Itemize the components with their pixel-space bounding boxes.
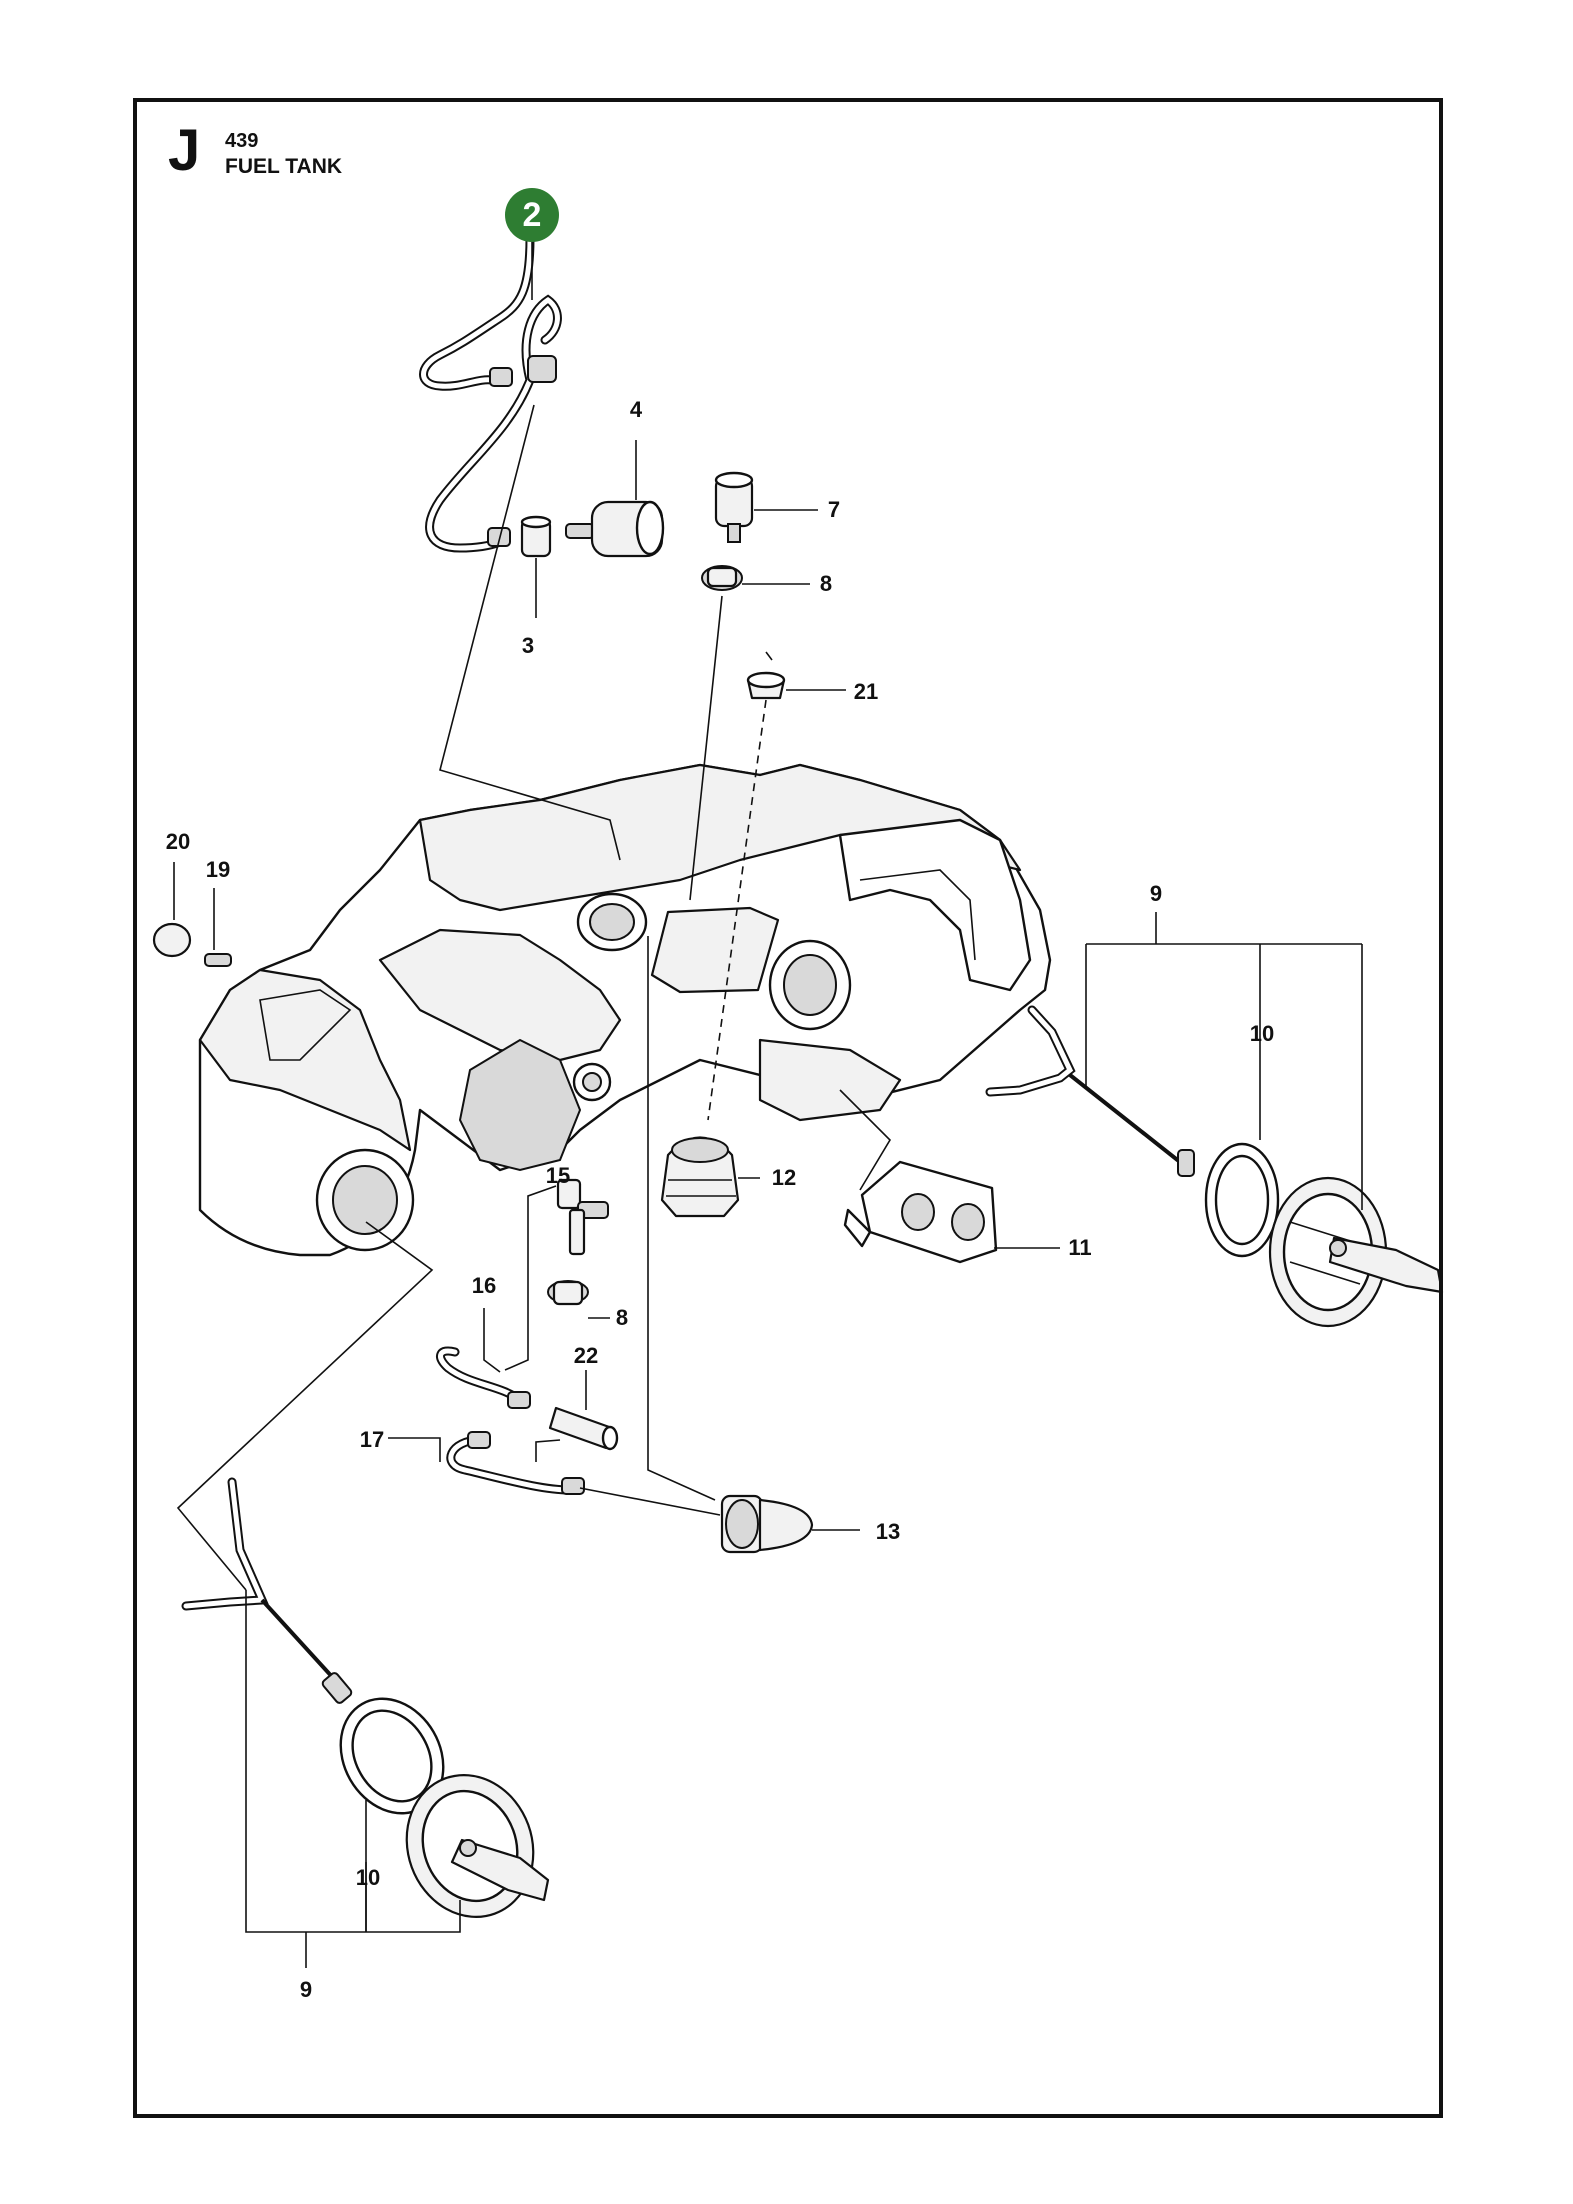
callout-4: 4 <box>629 397 643 422</box>
grommet-part-8-upper <box>701 565 743 591</box>
bellows-grommet-part-12 <box>660 1136 740 1218</box>
part-7 <box>714 471 754 543</box>
part-badge: 2 <box>505 188 559 242</box>
sleeve-part-3 <box>520 515 552 558</box>
part-21 <box>746 671 786 700</box>
callout-8-upper: 8 <box>819 571 833 596</box>
callout-20: 20 <box>165 829 191 854</box>
fuel-hose-part <box>419 233 562 553</box>
hose-part-17 <box>446 1431 585 1495</box>
callout-9-right: 9 <box>1149 881 1163 906</box>
callout-9-left: 9 <box>299 1977 313 2002</box>
callout-10-right: 10 <box>1249 1021 1275 1046</box>
section-title: FUEL TANK <box>225 155 343 178</box>
model-number: 439 <box>225 130 259 152</box>
section-letter: J <box>168 118 201 183</box>
callout-7: 7 <box>827 497 841 522</box>
callout-22: 22 <box>573 1343 599 1368</box>
hose-part-16 <box>436 1346 531 1409</box>
cap-assembly-right <box>985 1005 1444 1328</box>
callout-19: 19 <box>205 857 231 882</box>
primer-bulb-part-13 <box>579 1487 814 1554</box>
callout-17: 17 <box>359 1427 385 1452</box>
callout-11: 11 <box>1068 1235 1092 1260</box>
callout-10-left: 10 <box>355 1865 381 1890</box>
callout-16: 16 <box>471 1273 497 1298</box>
grommet-part-8-lower <box>547 1280 589 1306</box>
tube-part-22 <box>548 1406 619 1451</box>
callout-3: 3 <box>521 633 535 658</box>
fuel-filter-part-4 <box>565 500 665 558</box>
cap-assembly-left <box>181 1477 550 1919</box>
callout-21: 21 <box>853 679 879 704</box>
screw-part-19 <box>204 953 232 967</box>
callout-12: 12 <box>771 1165 797 1190</box>
fuel-tank-body <box>198 763 1052 1257</box>
callout-15: 15 <box>545 1163 571 1188</box>
callout-8-lower: 8 <box>615 1305 629 1330</box>
bracket-part-11 <box>843 1160 998 1264</box>
cap-part-20 <box>152 922 192 958</box>
diagram-frame <box>133 98 1443 2118</box>
elbow-part-15 <box>556 1178 609 1256</box>
callout-13: 13 <box>875 1519 901 1544</box>
leader-lines <box>173 240 1363 1968</box>
